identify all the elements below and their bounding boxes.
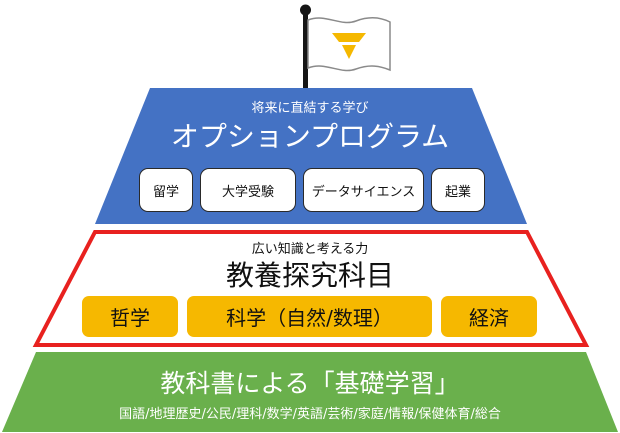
- top-tier-title: オプションプログラム: [170, 120, 450, 153]
- middle-tier-subtitle: 広い知識と考える力: [251, 242, 369, 257]
- middle-item-philosophy: 哲学: [82, 296, 178, 337]
- top-item-university-exam: 大学受験: [200, 168, 296, 212]
- bottom-tier-subjects: 国語/地理歴史/公民/理科/数学/英語/芸術/家庭/情報/保健体育/総合: [119, 407, 501, 422]
- bottom-tier-title: 教科書による「基礎学習」: [160, 369, 460, 398]
- top-tier-subtitle: 将来に直結する学び: [251, 101, 369, 116]
- flag: [307, 17, 391, 72]
- middle-item-science: 科学（自然/数理）: [187, 296, 432, 337]
- flag-pole-finial: [300, 4, 311, 16]
- top-item-data-science: データサイエンス: [303, 168, 424, 212]
- middle-tier-title: 教養探究科目: [225, 259, 394, 292]
- flag-pole: [303, 12, 308, 88]
- top-item-study-abroad: 留学: [139, 168, 193, 212]
- vuv-logo-icon: [332, 33, 366, 59]
- bottom-tier-shape: [2, 352, 618, 432]
- top-item-entrepreneurship: 起業: [431, 168, 485, 212]
- middle-item-economics: 経済: [441, 296, 537, 337]
